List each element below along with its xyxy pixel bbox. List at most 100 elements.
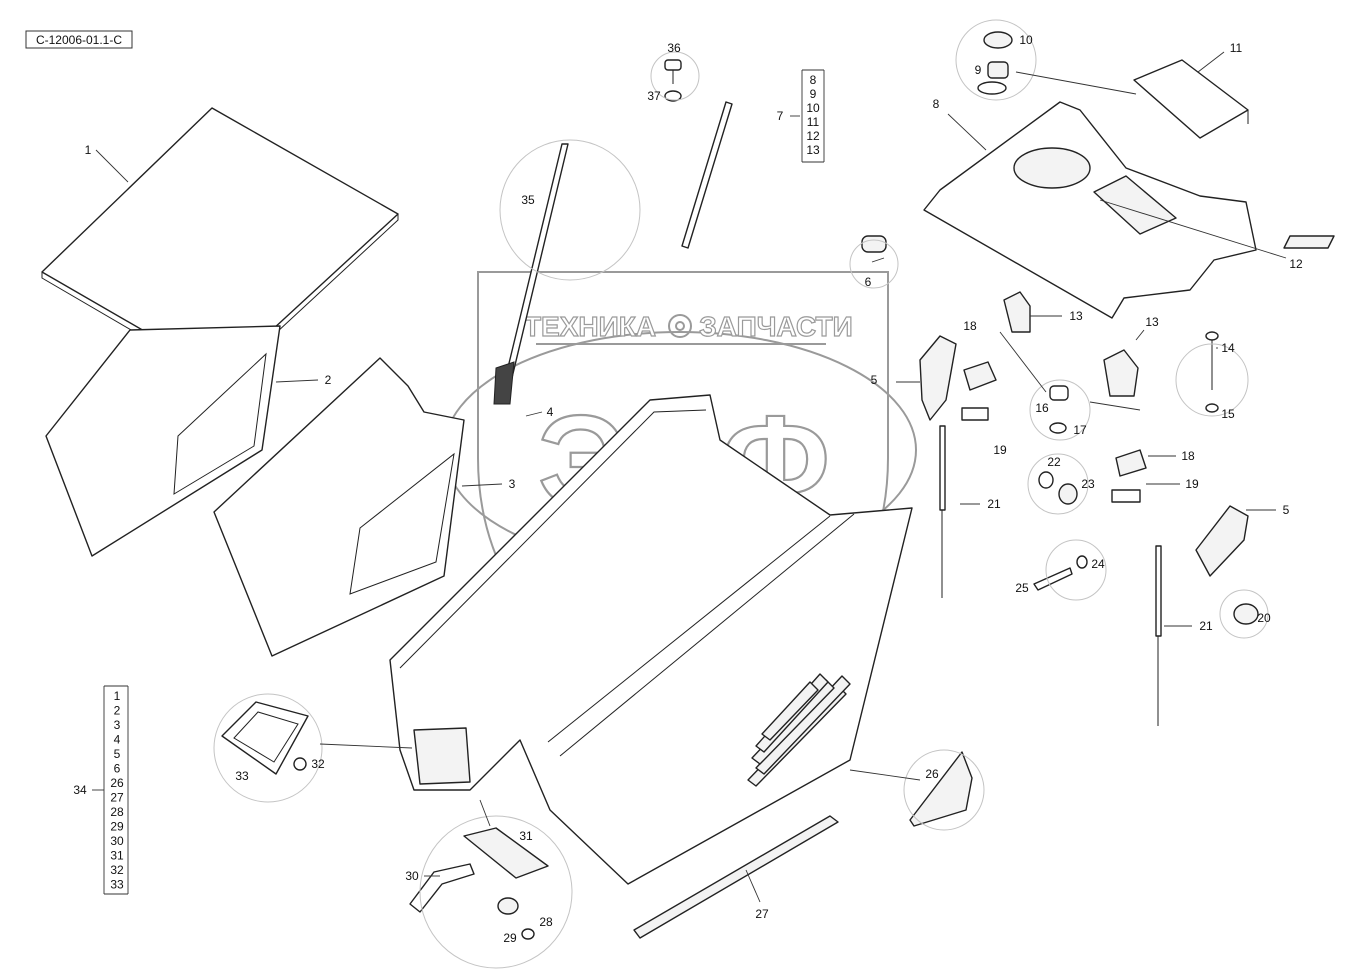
group-7-bracket <box>801 69 825 163</box>
group7-item: 12 <box>806 129 820 143</box>
group34-item: 28 <box>110 805 124 819</box>
part-28-spring <box>497 897 519 915</box>
callout-15: 15 <box>1221 407 1235 421</box>
part-5-hinge-a <box>919 335 957 421</box>
part-33-cover <box>221 701 309 775</box>
drawing-code-box: C-12006-01.1-C <box>25 30 133 49</box>
callout-12: 12 <box>1289 257 1303 271</box>
callout-11: 11 <box>1230 41 1243 55</box>
grille-slots <box>747 673 851 787</box>
callout-9: 9 <box>975 63 982 77</box>
group34-item: 26 <box>110 776 124 790</box>
callout-19a: 19 <box>993 443 1007 457</box>
callout-25: 25 <box>1015 581 1029 595</box>
part-9-lock <box>977 61 1009 95</box>
part-24-washer <box>1076 555 1088 569</box>
group7-item: 9 <box>810 87 817 101</box>
part-23-nut <box>1058 483 1078 505</box>
part-30-handle <box>409 863 475 913</box>
watermark-right-word: ЗАПЧАСТИ <box>699 311 852 342</box>
group34-item: 29 <box>110 820 124 834</box>
callout-13b: 13 <box>1145 315 1159 329</box>
gear-icon <box>668 314 692 338</box>
group34-item: 30 <box>110 834 124 848</box>
part-5-hinge-b <box>1195 505 1249 577</box>
callout-32: 32 <box>311 757 325 771</box>
callouts: 1 2 3 4 5 5 6 7 8 9 10 11 12 13 13 14 15… <box>73 33 1303 945</box>
part-29-washer <box>521 928 535 940</box>
part-26-deflector <box>909 751 973 827</box>
callout-1: 1 <box>85 143 92 157</box>
part-8-top-cover <box>923 101 1257 319</box>
callout-4: 4 <box>547 405 554 419</box>
part-14-bolt <box>1205 331 1219 390</box>
callout-18a: 18 <box>963 319 977 333</box>
part-13-bracket-b <box>1103 349 1139 397</box>
part-12-plate <box>1283 235 1335 249</box>
callout-34: 34 <box>73 783 87 797</box>
callout-28: 28 <box>539 915 553 929</box>
callout-37: 37 <box>647 89 661 103</box>
part-10-cap <box>983 31 1013 49</box>
callout-35: 35 <box>521 193 535 207</box>
part-22-washer <box>1038 471 1054 489</box>
leader-lines <box>92 51 1287 903</box>
callout-8: 8 <box>933 97 940 111</box>
callout-31: 31 <box>519 829 533 843</box>
part-4-hood <box>389 394 913 885</box>
part-36-rod <box>681 101 733 249</box>
callout-5b: 5 <box>1283 503 1290 517</box>
part-17-washer <box>1049 422 1067 434</box>
part-15-washer <box>1205 403 1219 413</box>
part-25-bolt <box>1033 567 1073 591</box>
part-11-lid <box>1133 59 1249 139</box>
group34-item: 6 <box>114 762 121 776</box>
part-16-bolt <box>1049 385 1069 401</box>
part-21-strut-b <box>1155 545 1162 726</box>
callout-21b: 21 <box>1199 619 1213 633</box>
group34-item: 5 <box>114 747 121 761</box>
callout-6: 6 <box>865 275 872 289</box>
group7-item: 13 <box>806 143 820 157</box>
part-32-nut <box>293 757 307 771</box>
part-20-bushing <box>1233 603 1259 625</box>
part-13-bracket-a <box>1003 291 1031 333</box>
callout-36: 36 <box>667 41 681 55</box>
callout-30: 30 <box>405 869 419 883</box>
callout-16: 16 <box>1035 401 1049 415</box>
drawing-code: C-12006-01.1-C <box>36 33 122 47</box>
group34-item: 4 <box>114 733 121 747</box>
group34-item: 27 <box>110 791 124 805</box>
part-37-washer <box>664 90 682 102</box>
group34-item: 33 <box>110 878 124 892</box>
part-36-bolt <box>664 59 682 84</box>
group34-item: 2 <box>114 704 121 718</box>
part-2-side-panel <box>45 325 281 557</box>
callout-26: 26 <box>925 767 939 781</box>
callout-23: 23 <box>1081 477 1095 491</box>
callout-21a: 21 <box>987 497 1001 511</box>
group7-item: 11 <box>807 115 820 129</box>
part-35-rod <box>493 143 569 405</box>
part-18-block-a <box>963 361 997 391</box>
callout-33: 33 <box>235 769 249 783</box>
part-19-bracket-a <box>961 407 989 421</box>
callout-10: 10 <box>1019 33 1033 47</box>
callout-14: 14 <box>1221 341 1235 355</box>
callout-17: 17 <box>1073 423 1087 437</box>
callout-2: 2 <box>325 373 332 387</box>
callout-24: 24 <box>1091 557 1105 571</box>
callout-27: 27 <box>755 907 769 921</box>
group34-item: 31 <box>110 849 124 863</box>
callout-13a: 13 <box>1069 309 1083 323</box>
callout-22: 22 <box>1047 455 1061 469</box>
watermark-left-word: ТЕХНИКА <box>524 311 656 342</box>
callout-18b: 18 <box>1181 449 1195 463</box>
part-21-strut-a <box>939 425 946 598</box>
part-3-side-panel <box>213 357 465 657</box>
callout-29: 29 <box>503 931 517 945</box>
part-18-block-b <box>1115 449 1147 477</box>
callout-5a: 5 <box>871 373 878 387</box>
callout-7: 7 <box>777 109 784 123</box>
